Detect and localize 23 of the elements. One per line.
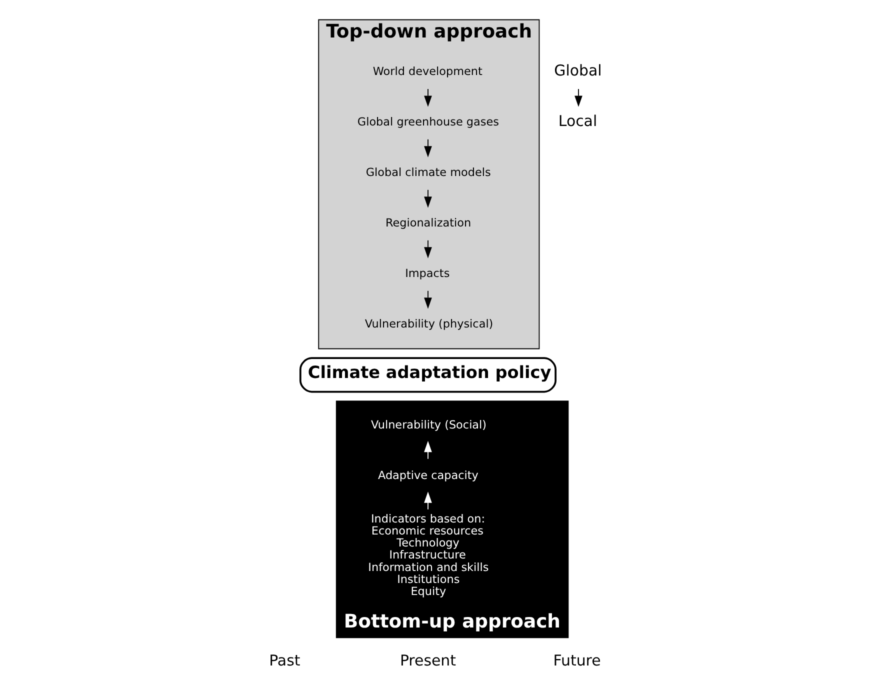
arrow (424, 88, 432, 107)
node-text: Indicators based on: Economic resources Technology Infrastructure Information and skills Institutions Equity (368, 512, 488, 598)
node-text: Local (558, 112, 597, 130)
arrow (424, 290, 432, 309)
node-text: Global greenhouse gases (356, 115, 498, 128)
node-text: Adaptive capacity (377, 468, 478, 482)
node-text: Global (554, 62, 602, 80)
node-text: World development (372, 64, 482, 78)
arrow (424, 138, 432, 158)
arrow (424, 189, 432, 208)
node-text: Global climate models (365, 166, 490, 179)
arrow (424, 240, 432, 258)
label: Past (268, 651, 300, 670)
node-text: Vulnerability (physical) (364, 317, 493, 330)
node-text: Impacts (404, 266, 450, 280)
node-text: Vulnerability (Social) (370, 418, 486, 432)
label: Present (399, 651, 456, 670)
node-box: Climate adaptation policy (298, 357, 556, 393)
node-text: Regionalization (384, 216, 471, 230)
arrow (424, 492, 432, 510)
arrow (424, 440, 432, 460)
label: Future (552, 651, 600, 670)
arrow (574, 88, 582, 107)
